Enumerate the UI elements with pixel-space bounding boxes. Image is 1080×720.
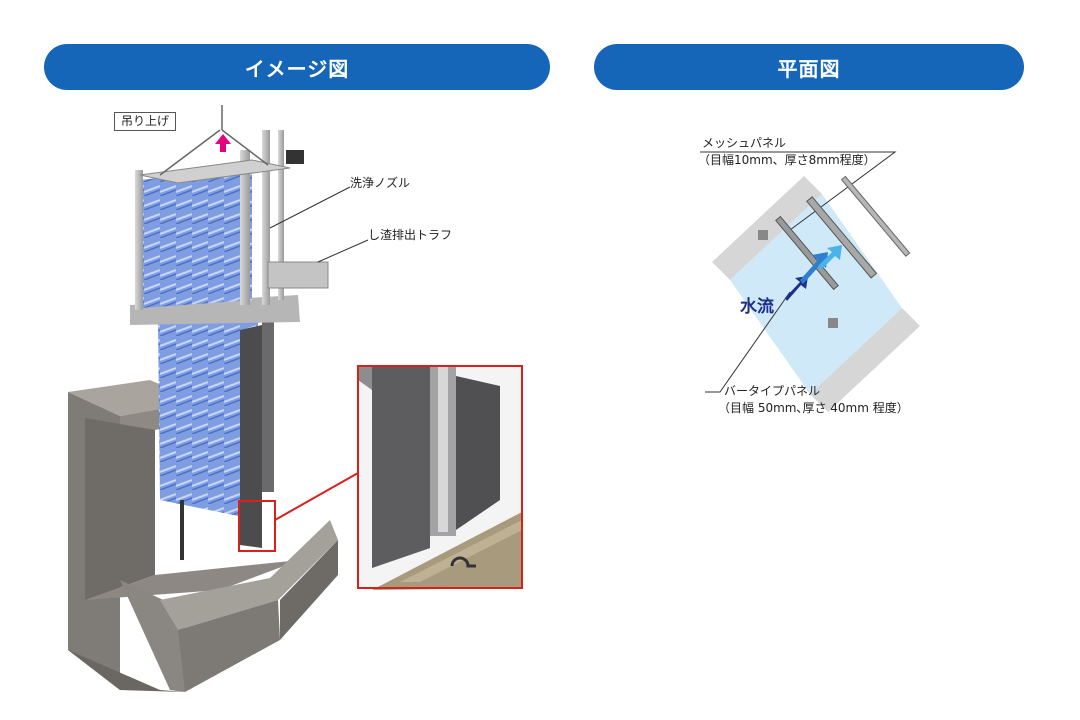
bar-panel-label: バータイプパネル	[724, 384, 821, 398]
lift-arrow-icon	[215, 134, 231, 152]
flow-label: 水流	[740, 297, 774, 317]
plan-panels	[758, 175, 911, 328]
lift-label: 吊り上げ	[114, 112, 177, 131]
flow-arrows	[785, 245, 842, 301]
upper-frame	[130, 105, 329, 325]
image-view-header: イメージ図	[44, 44, 550, 90]
flow-arrow-light-icon	[818, 245, 842, 270]
mesh-panel-label: メッシュパネル	[702, 136, 787, 150]
plan-view-header: 平面図	[594, 44, 1024, 90]
lower-screen	[158, 312, 274, 560]
nozzle-label: 洗浄ノズル	[350, 176, 411, 190]
bar-panel-spec: （目幅 50mm､厚さ 40mm 程度）	[718, 401, 909, 415]
detail-inset	[357, 365, 523, 590]
mesh-panel-spec: （目幅10mm、厚さ8mm程度）	[698, 153, 876, 167]
flow-arrow-mid-icon	[800, 252, 828, 284]
trough-label: し渣排出トラフ	[368, 228, 453, 242]
plan-walls	[712, 176, 920, 412]
detail-source-box	[238, 500, 276, 552]
